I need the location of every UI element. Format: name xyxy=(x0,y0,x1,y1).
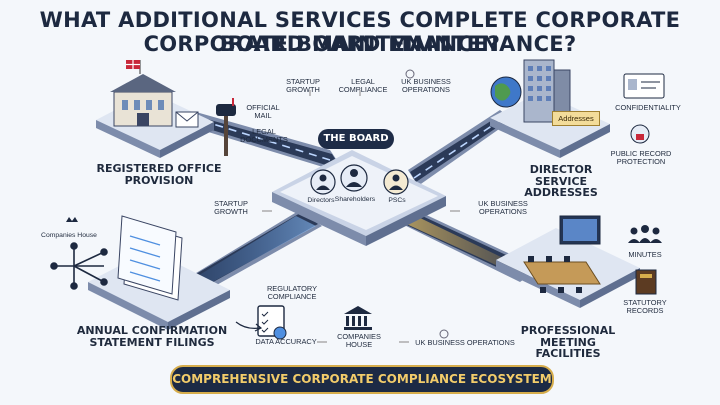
annual-confirmation-label: ANNUAL CONFIRMATION STATEMENT FILINGS xyxy=(76,324,228,349)
road-ne xyxy=(408,110,512,186)
book-icon xyxy=(635,269,657,295)
meeting-facilities-label: PROFESSIONAL MEETING FACILITIES xyxy=(520,324,616,361)
note-companies-house: COMPANIES HOUSE xyxy=(337,332,381,349)
checklist-icon xyxy=(257,305,287,340)
registered-office-platform xyxy=(96,60,214,158)
board-member-directors: Directors xyxy=(307,197,335,204)
addresses-tag: Addresses xyxy=(552,111,600,126)
page-title-line2: CORPORATE BOARD MAINTENANCE? xyxy=(143,32,577,56)
note-data-accuracy: DATA ACCURACY xyxy=(255,337,317,346)
note-minutes: MINUTES xyxy=(628,250,662,259)
annual-confirmation-platform xyxy=(88,215,230,330)
top-note-uk-business: UK BUSINESS OPERATIONS xyxy=(401,77,451,94)
side-note-uk-business: UK BUSINESS OPERATIONS xyxy=(478,199,528,216)
note-statutory-records: STATUTORY RECORDS xyxy=(623,298,667,315)
note-public-record-protection: PUBLIC RECORD PROTECTION xyxy=(610,149,672,166)
side-note-startup-growth: STARTUP GROWTH xyxy=(214,199,248,216)
small-crest-icon xyxy=(405,69,449,339)
top-note-startup-growth: STARTUP GROWTH xyxy=(286,77,320,94)
note-regulatory-compliance: REGULATORY COMPLIANCE xyxy=(266,284,318,301)
mailbox-icon xyxy=(216,98,236,156)
board-member-shareholders: Shareholders xyxy=(334,196,376,203)
flow-arrows xyxy=(235,90,460,343)
board-avatars xyxy=(310,164,409,195)
meeting-facilities-platform xyxy=(496,215,640,308)
board-label: THE BOARD xyxy=(318,129,394,149)
people-icon xyxy=(628,225,662,243)
page-title-line1: WHAT ADDITIONAL SERVICES COMPLETE CORPOR… xyxy=(39,8,681,56)
lock-shield-icon xyxy=(630,124,650,144)
director-addresses-label: DIRECTOR SERVICE ADDRESSES xyxy=(524,163,598,200)
id-card-icon xyxy=(623,73,665,99)
director-addresses-platform xyxy=(490,59,610,158)
road-sw xyxy=(168,210,322,300)
registered-office-label: REGISTERED OFFICE PROVISION xyxy=(96,162,222,187)
network-nodes-icon xyxy=(50,242,108,290)
board-member-pscs: PSCs xyxy=(388,197,406,204)
crown-crest-icon xyxy=(66,217,78,222)
note-legal-documents: LEGAL DOCUMENTS xyxy=(240,127,288,144)
note-official-mail: OFFICIAL MAIL xyxy=(246,103,280,120)
globe-icon xyxy=(490,76,522,108)
top-note-legal-compliance: LEGAL COMPLIANCE xyxy=(338,77,388,94)
courthouse-icon xyxy=(344,306,372,330)
note-uk-business-bottom: UK BUSINESS OPERATIONS xyxy=(415,338,515,347)
companies-house-org: Companies House xyxy=(41,232,97,239)
note-confidentiality: CONFIDENTIALITY xyxy=(615,103,681,112)
ecosystem-banner: COMPREHENSIVE CORPORATE COMPLIANCE ECOSY… xyxy=(170,365,554,394)
